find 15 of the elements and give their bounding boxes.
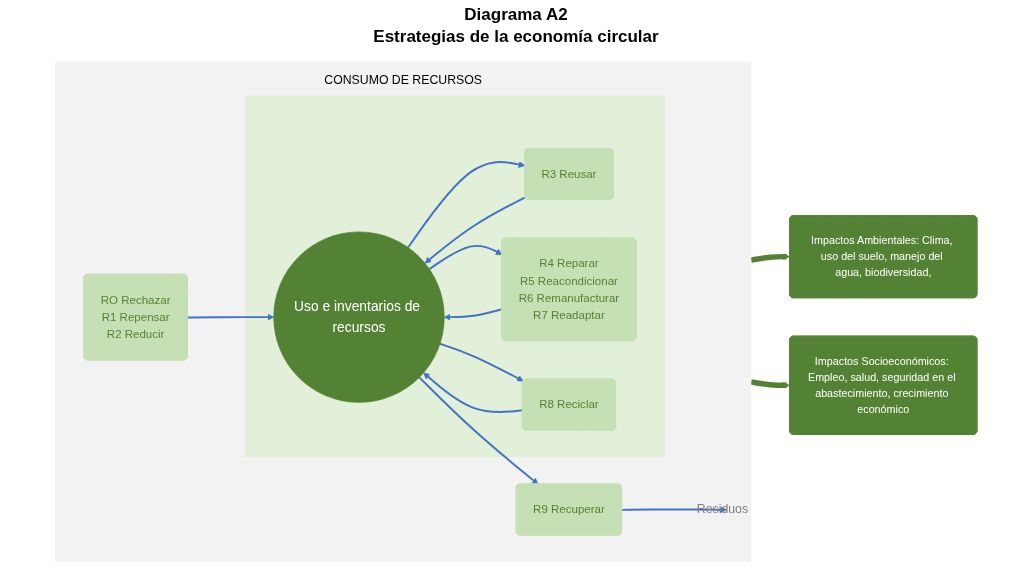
arrow	[438, 342, 524, 382]
diagram-title: Diagrama A2	[464, 4, 568, 26]
node-text: Residuos	[696, 502, 749, 516]
arrow	[750, 253, 790, 263]
arrow	[750, 379, 790, 389]
arrow	[424, 196, 527, 264]
diagram-subtitle: Estrategias de la economía circular	[373, 26, 659, 48]
node-circle: Uso e inventarios de recursos	[273, 231, 445, 403]
arrow	[621, 506, 727, 514]
cluster	[245, 95, 665, 458]
arrow	[407, 161, 526, 249]
arrow	[186, 313, 275, 321]
arrow	[428, 244, 503, 271]
arrow	[418, 376, 539, 485]
arrow	[423, 372, 524, 414]
